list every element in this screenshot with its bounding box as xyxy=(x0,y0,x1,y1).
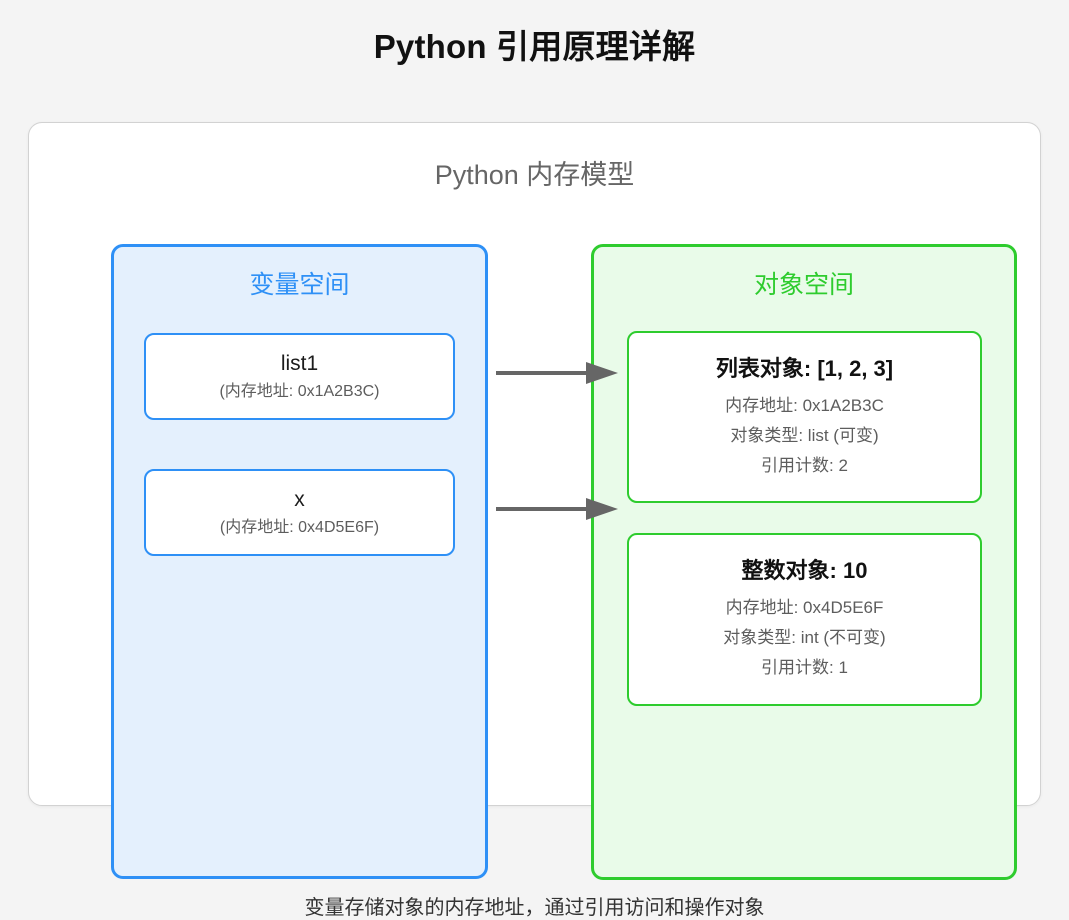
object-title: 整数对象: 10 xyxy=(741,558,868,583)
diagram-page: Python 引用原理详解 Python 内存模型 变量空间 list1 (内存… xyxy=(28,28,1041,919)
variable-card-x[interactable]: x (内存地址: 0x4D5E6F) xyxy=(144,469,455,556)
variable-card-list1[interactable]: list1 (内存地址: 0x1A2B3C) xyxy=(144,333,455,420)
object-title: 列表对象: [1, 2, 3] xyxy=(715,355,894,381)
object-address: 内存地址: 0x4D5E6F xyxy=(725,598,884,617)
variable-name: list1 xyxy=(280,351,319,375)
reference-arrow-x-icon xyxy=(496,498,618,520)
object-type: 对象类型: list (可变) xyxy=(730,425,879,445)
page-title: Python 引用原理详解 xyxy=(373,28,696,65)
variable-name: x xyxy=(294,487,305,511)
diagram-caption: 变量存储对象的内存地址，通过引用访问和操作对象 xyxy=(304,897,765,919)
memory-model-card: Python 内存模型 变量空间 list1 (内存地址: 0x1A2B3C) … xyxy=(28,122,1041,919)
object-type: 对象类型: int (不可变) xyxy=(723,628,886,647)
variable-address: (内存地址: 0x1A2B3C) xyxy=(219,382,380,400)
variable-address: (内存地址: 0x4D5E6F) xyxy=(219,518,380,536)
variable-space-title: 变量空间 xyxy=(249,271,350,299)
object-space-title: 对象空间 xyxy=(753,271,854,299)
object-refcount: 引用计数: 1 xyxy=(761,658,848,677)
object-space-panel: 对象空间 列表对象: [1, 2, 3] 内存地址: 0x1A2B3C 对象类型… xyxy=(591,244,1017,880)
variable-space-panel: 变量空间 list1 (内存地址: 0x1A2B3C) x (内存地址: 0x4… xyxy=(111,244,488,879)
diagram-subtitle: Python 内存模型 xyxy=(434,160,635,190)
object-card-int[interactable]: 整数对象: 10 内存地址: 0x4D5E6F 对象类型: int (不可变) … xyxy=(627,533,982,706)
object-refcount: 引用计数: 2 xyxy=(761,455,848,475)
object-address: 内存地址: 0x1A2B3C xyxy=(725,395,884,415)
reference-arrow-list1-icon xyxy=(496,362,618,384)
object-card-list[interactable]: 列表对象: [1, 2, 3] 内存地址: 0x1A2B3C 对象类型: lis… xyxy=(627,331,982,503)
